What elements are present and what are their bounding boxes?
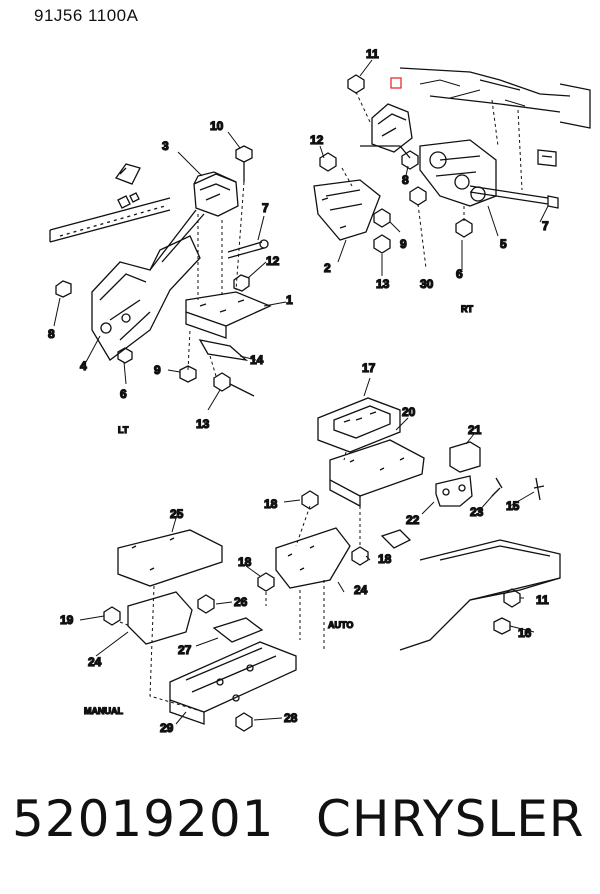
callout-18-a: 18 — [264, 497, 278, 511]
callout-numbers: 3 10 7 12 1 14 9 13 8 4 6 11 12 8 9 2 13… — [47, 46, 549, 735]
callout-21: 21 — [468, 423, 482, 437]
callout-16: 16 — [518, 626, 532, 640]
callout-14-left: 14 — [250, 353, 264, 367]
callout-24-manual: 24 — [88, 655, 102, 669]
callout-13-right: 13 — [376, 277, 390, 291]
callout-20: 20 — [402, 405, 416, 419]
callout-24-auto: 24 — [354, 583, 368, 597]
callout-18-b: 18 — [378, 552, 392, 566]
callout-4-left: 4 — [80, 359, 87, 373]
callout-2-right: 2 — [324, 261, 331, 275]
callout-9-left: 9 — [154, 363, 161, 377]
callout-1-left: 1 — [286, 293, 293, 307]
callout-29: 29 — [160, 721, 174, 735]
label-auto: AUTO — [328, 620, 353, 630]
part-number: 52019201 — [12, 790, 275, 848]
callout-25: 25 — [170, 507, 184, 521]
callout-8-left: 8 — [48, 327, 55, 341]
callout-6-left: 6 — [120, 387, 127, 401]
diagram-code: 91J56 1100A — [34, 6, 139, 25]
callout-12-left: 12 — [266, 254, 280, 268]
left-mount-assembly — [49, 131, 287, 411]
callout-19: 19 — [60, 613, 74, 627]
callout-12-right: 12 — [310, 133, 324, 147]
callout-26: 26 — [234, 595, 248, 609]
callout-11-trans: 11 — [536, 593, 549, 607]
transmission-mount-assembly — [79, 377, 561, 732]
callout-6-right: 6 — [456, 267, 463, 281]
callout-7-right: 7 — [542, 219, 549, 233]
callout-17: 17 — [362, 361, 376, 375]
callout-27: 27 — [178, 643, 192, 657]
callout-23: 23 — [470, 505, 484, 519]
label-left: LT — [118, 425, 129, 435]
callout-22: 22 — [406, 513, 420, 527]
callout-10-left: 10 — [210, 119, 224, 133]
callout-5-right: 5 — [500, 237, 507, 251]
callout-15: 15 — [506, 499, 520, 513]
callout-18-c: 18 — [238, 555, 252, 569]
callout-28: 28 — [284, 711, 298, 725]
callout-3-left: 3 — [162, 139, 169, 153]
label-manual: MANUAL — [84, 706, 123, 716]
callout-13-left: 13 — [196, 417, 210, 431]
callout-8-right: 8 — [402, 173, 409, 187]
callout-11-right: 11 — [366, 47, 379, 61]
label-right: RT — [461, 304, 473, 314]
callout-7-left: 7 — [262, 201, 269, 215]
callout-30-right: 30 — [420, 277, 434, 291]
brand-name: CHRYSLER — [316, 790, 585, 848]
right-mount-assembly — [313, 59, 591, 276]
callout-9-right: 9 — [400, 237, 407, 251]
